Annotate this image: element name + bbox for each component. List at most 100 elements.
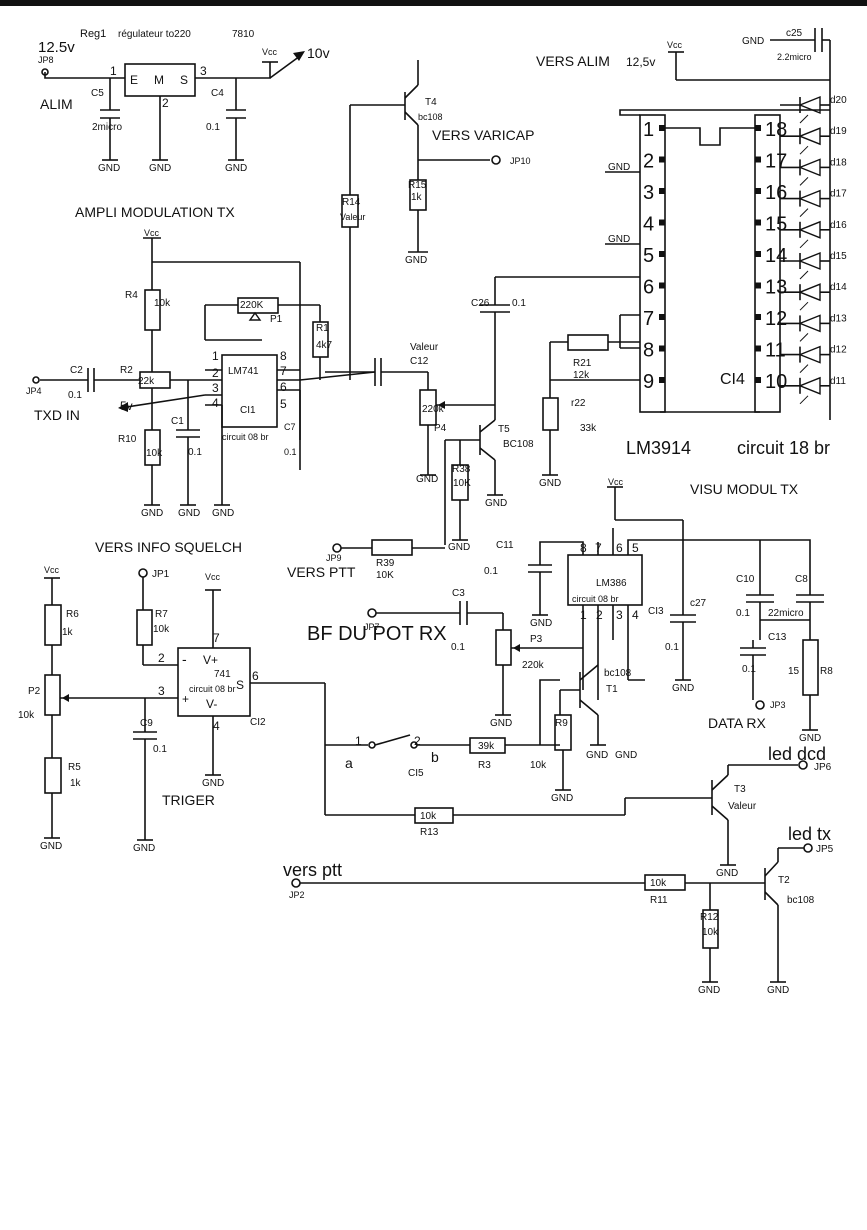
regulator-section (41, 51, 305, 161)
r22-label: r22 (571, 398, 586, 409)
varicap-section (341, 60, 501, 380)
gnd-c9: GND (133, 843, 155, 854)
c27-label: c27 (690, 598, 707, 609)
c26-value: 0.1 (512, 298, 526, 309)
c12-value: Valeur (410, 342, 439, 353)
bf-section (367, 601, 606, 791)
jp5-label: JP5 (816, 844, 834, 855)
c5-label: C5 (91, 88, 104, 99)
r4-label: R4 (125, 290, 138, 301)
visu-title: VISU MODUL TX (690, 481, 799, 497)
r8-value: 15 (788, 666, 800, 677)
lm3914-pin-18: 18 (765, 119, 787, 141)
gnd-t1b: GND (615, 750, 637, 761)
r13-label: R13 (420, 827, 439, 838)
r21-value: 12k (573, 370, 590, 381)
c4-value: 0.1 (206, 122, 220, 133)
vcc-label-2: Vcc (144, 228, 160, 238)
c25-value: 2.2micro (777, 52, 812, 62)
lm3914-pin-10: 10 (765, 371, 787, 393)
led-diode-icon (798, 220, 821, 239)
regulator-ref: 7810 (232, 29, 255, 40)
lm3914-pad-right (755, 125, 761, 131)
ampli-section (32, 237, 428, 506)
r7-value: 10k (153, 624, 170, 635)
regulator-desc: régulateur to220 (118, 29, 191, 40)
t4-value: bc108 (418, 112, 443, 122)
gnd-5: GND (141, 508, 163, 519)
vcc-label-4: Vcc (608, 477, 624, 487)
p2-label: P2 (28, 686, 41, 697)
lm386-pin-1: 1 (580, 608, 587, 622)
lm3914-pad-right (755, 156, 761, 163)
gnd-r9: GND (551, 793, 573, 804)
r14-value: Valeur (340, 212, 365, 222)
c2-label: C2 (70, 365, 83, 376)
led-label-d12: d12 (830, 345, 847, 356)
led-label-d13: d13 (830, 313, 847, 324)
lm3914-pin-9: 9 (643, 371, 654, 393)
r6-label: R6 (66, 609, 79, 620)
r11-value: 10k (650, 878, 667, 889)
gnd-3: GND (225, 163, 247, 174)
lm3914-pad-left (659, 125, 665, 131)
c10-label: C10 (736, 574, 755, 585)
ci2-pin-3: 3 (158, 684, 165, 698)
jp10-label: JP10 (510, 156, 531, 166)
reg-m: M (154, 73, 164, 87)
lm386-pin-4: 4 (632, 608, 639, 622)
r38-label: R38 (452, 464, 471, 475)
gnd-t1: GND (586, 750, 608, 761)
jp6-label: JP6 (814, 762, 832, 773)
lm3914-pin-14: 14 (765, 245, 787, 267)
vers-alim-title: VERS ALIM (536, 53, 610, 69)
t2-value: bc108 (787, 895, 815, 906)
ci4-label: CI4 (720, 371, 745, 388)
gnd-r38: GND (448, 542, 470, 553)
p1-label: P1 (270, 314, 283, 325)
ci1-pin-6: 6 (280, 380, 287, 394)
r15-label: R15 (408, 180, 427, 191)
gnd-ci2: GND (202, 778, 224, 789)
t4-label: T4 (425, 97, 437, 108)
r13-value: 10k (420, 811, 437, 822)
switch-a: a (345, 755, 353, 771)
gnd-r12: GND (698, 985, 720, 996)
ci2-label: CI2 (250, 717, 266, 728)
visu-section (528, 486, 824, 731)
lm3914-pad-right (755, 314, 761, 320)
c9-value: 0.1 (153, 744, 167, 755)
led-label-d20: d20 (830, 95, 847, 106)
reg1-label: Reg1 (80, 28, 106, 40)
reg-s: S (180, 73, 188, 87)
c1-value: 0.1 (188, 447, 202, 458)
ci3-label: CI3 (648, 606, 664, 617)
lm386-pin-6: 6 (616, 541, 623, 555)
lm386-pin-7: 7 (595, 541, 602, 555)
jp1-label: JP1 (152, 569, 170, 580)
r5-value: 1k (70, 778, 82, 789)
lm3914-pad-left (659, 377, 665, 383)
led-diode-icon (798, 314, 821, 333)
lm3914-pad-left (659, 345, 665, 352)
jp3-label: JP3 (770, 700, 786, 710)
lm3914-pin-12: 12 (765, 308, 787, 330)
r22-value: 33k (580, 423, 597, 434)
gnd-p3: GND (490, 718, 512, 729)
r5-label: R5 (68, 762, 81, 773)
gnd-4: GND (405, 255, 427, 266)
t1-label: T1 (606, 684, 618, 695)
led-diode-icon (798, 127, 821, 146)
c8-value: 22micro (768, 608, 804, 619)
lm3914-pin-16: 16 (765, 182, 787, 204)
lm3914-pin-7: 7 (643, 308, 654, 330)
ci2-package: circuit 08 br (189, 684, 236, 694)
ci1-pin-8: 8 (280, 349, 287, 363)
alim-label: ALIM (40, 96, 73, 112)
p1-value: 220K (240, 300, 264, 311)
c13-value: 0.1 (742, 664, 756, 675)
led-label-d15: d15 (830, 251, 847, 262)
p2-value: 10k (18, 710, 35, 721)
r10-label: R10 (118, 434, 137, 445)
